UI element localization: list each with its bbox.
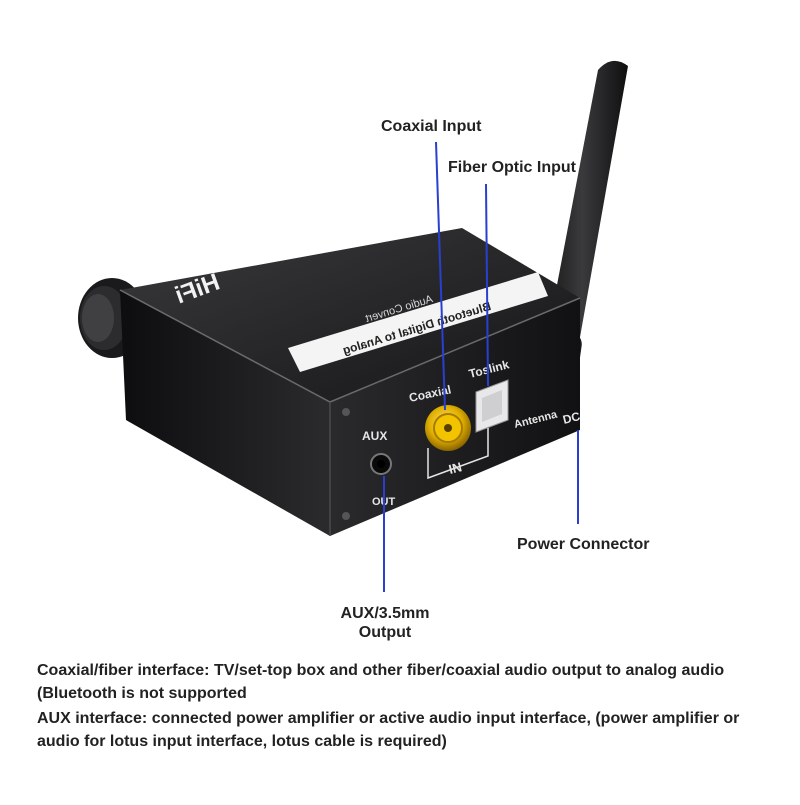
power-connector-callout: Power Connector [517, 536, 650, 553]
callout-lines [383, 141, 579, 592]
coaxial-fiber-description: Coaxial/fiber interface: TV/set-top box … [37, 662, 725, 702]
aux-interface-description: AUX interface: connected power amplifier… [37, 710, 740, 750]
dc-port-label: DC [561, 409, 582, 427]
fiber-callout-line [485, 183, 489, 387]
coaxial-callout-line [435, 141, 446, 411]
coaxial-input-callout: Coaxial Input [381, 118, 482, 135]
in-port-label: IN [447, 459, 463, 477]
screw-icon [342, 408, 350, 416]
fiber-optic-input-callout: Fiber Optic Input [448, 159, 576, 176]
aux-output-callout: AUX/3.5mm Output [340, 605, 430, 641]
screw-icon [342, 512, 350, 520]
converter-body [119, 228, 581, 536]
front-panel: AUX OUT Coaxial Toslink IN Antenna DC [342, 357, 582, 520]
aux-port-label: AUX [362, 429, 387, 443]
